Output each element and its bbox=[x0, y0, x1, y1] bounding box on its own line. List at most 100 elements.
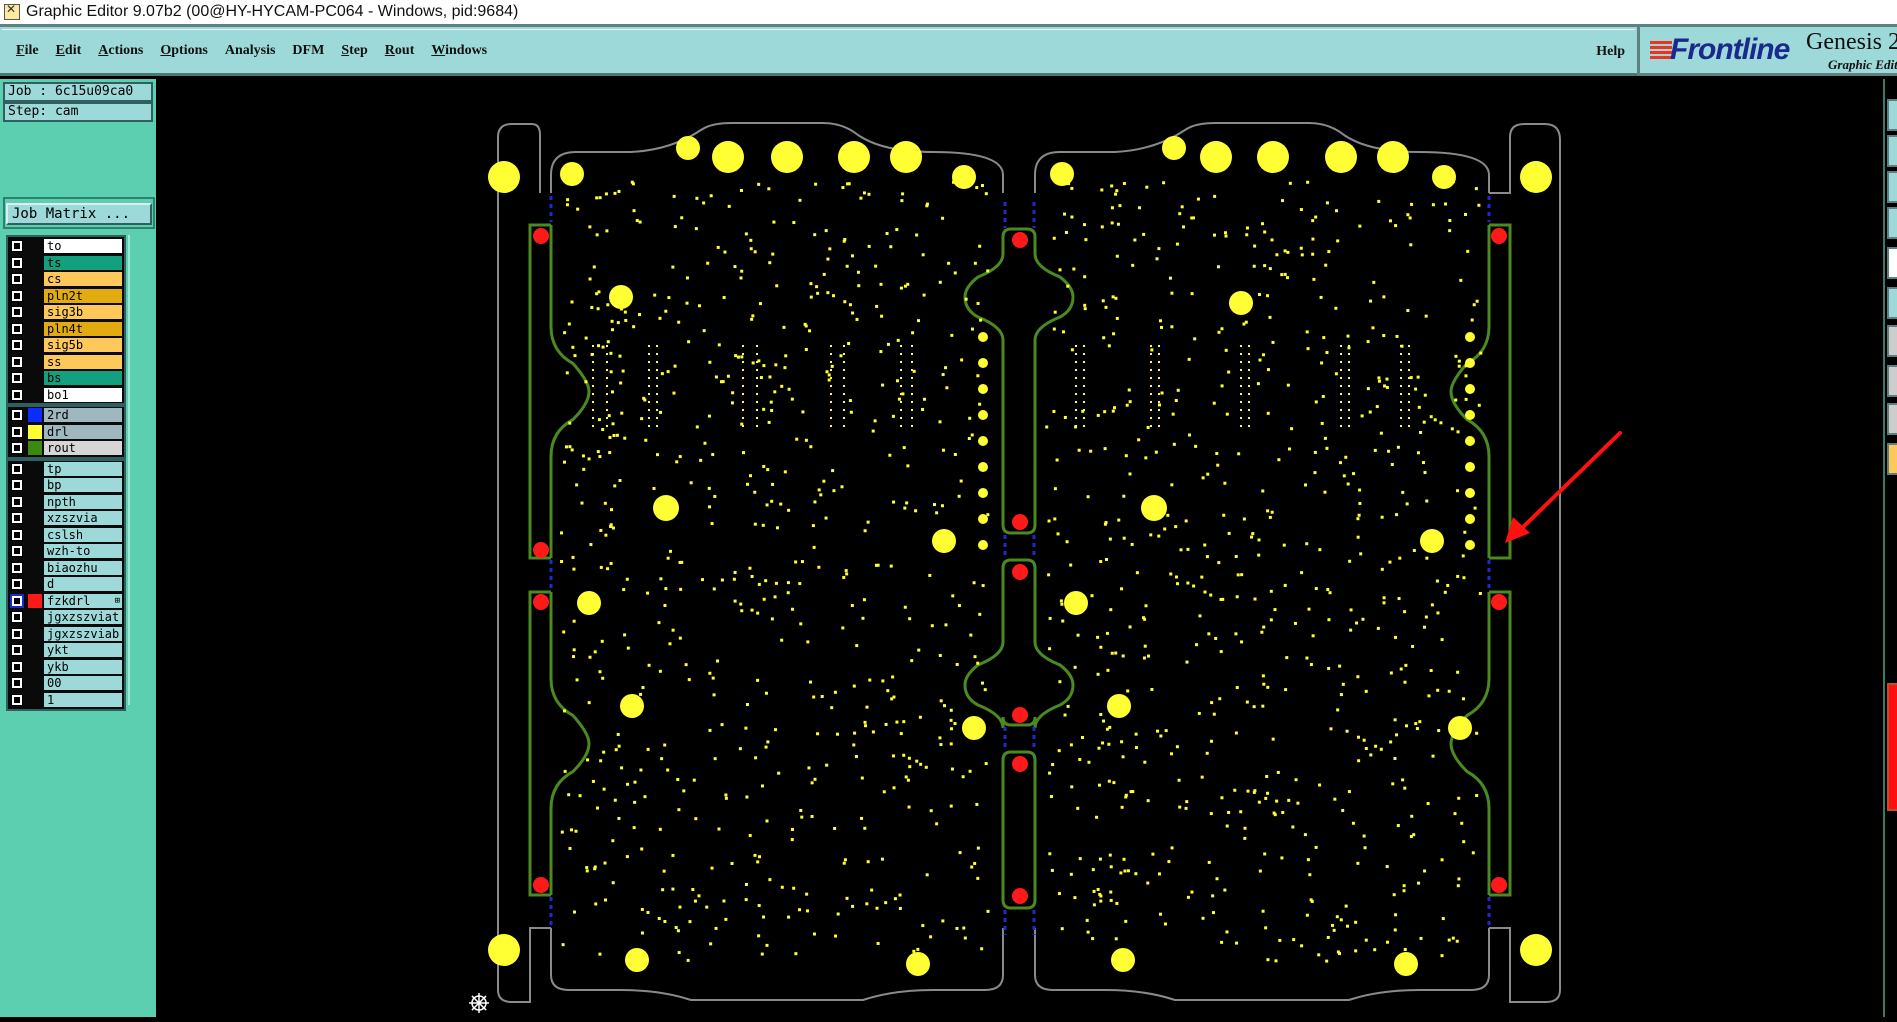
layer-name[interactable]: biaozhu bbox=[44, 560, 122, 575]
layer-checkbox[interactable] bbox=[11, 256, 23, 269]
tool-button-10[interactable] bbox=[1887, 443, 1897, 475]
layer-name[interactable]: bp bbox=[44, 478, 122, 492]
layer-row-cslsh[interactable]: cslsh bbox=[8, 527, 124, 543]
layer-checkbox[interactable] bbox=[11, 660, 23, 673]
layer-color-swatch[interactable] bbox=[28, 272, 42, 286]
layer-name[interactable]: to bbox=[44, 239, 122, 253]
layer-color-swatch[interactable] bbox=[28, 577, 42, 591]
menu-file[interactable]: File bbox=[16, 42, 39, 58]
layer-name[interactable]: wzh-to bbox=[44, 544, 122, 558]
layer-row-jgxzszviat[interactable]: jgxzszviat bbox=[8, 609, 124, 625]
layer-row-ykt[interactable]: ykt bbox=[8, 642, 124, 658]
layer-name[interactable]: 2rd bbox=[44, 408, 122, 422]
layer-row-rout[interactable]: rout bbox=[8, 440, 124, 456]
menu-actions[interactable]: Actions bbox=[98, 42, 144, 58]
layer-checkbox[interactable] bbox=[11, 355, 23, 368]
layer-color-swatch[interactable] bbox=[28, 388, 42, 402]
layer-row-npth[interactable]: npth bbox=[8, 494, 124, 510]
layer-checkbox[interactable] bbox=[11, 388, 23, 401]
layer-checkbox[interactable] bbox=[11, 578, 23, 590]
layer-color-swatch[interactable] bbox=[28, 441, 42, 455]
layer-checkbox[interactable] bbox=[11, 644, 23, 656]
layer-row-ykb[interactable]: ykb bbox=[8, 659, 124, 675]
layer-checkbox[interactable] bbox=[11, 442, 23, 454]
layer-row-bs[interactable]: bs bbox=[8, 370, 124, 386]
layer-row-pln2t[interactable]: pln2t bbox=[8, 288, 124, 304]
layer-name[interactable]: ss bbox=[44, 354, 122, 369]
layer-name[interactable]: 00 bbox=[44, 676, 122, 690]
job-matrix-button[interactable]: Job Matrix ... bbox=[6, 203, 152, 225]
layer-name[interactable]: jgxzszviat bbox=[44, 610, 122, 624]
layer-row-bp[interactable]: bp bbox=[8, 477, 124, 493]
layer-color-swatch[interactable] bbox=[28, 610, 42, 624]
layer-name[interactable]: sig3b bbox=[44, 305, 122, 319]
tool-button-4[interactable] bbox=[1887, 207, 1897, 239]
layer-checkbox[interactable] bbox=[11, 545, 23, 557]
layer-color-swatch[interactable] bbox=[28, 495, 42, 509]
layer-color-swatch[interactable] bbox=[28, 239, 42, 253]
layer-color-swatch[interactable] bbox=[28, 544, 42, 558]
layer-row-bo1[interactable]: bo1 bbox=[8, 387, 124, 403]
layer-color-swatch[interactable] bbox=[28, 643, 42, 657]
layer-name[interactable]: drl bbox=[44, 424, 122, 439]
layer-name[interactable]: sig5b bbox=[44, 338, 122, 352]
graphic-canvas[interactable] bbox=[156, 79, 1883, 1017]
layer-name[interactable]: pln2t bbox=[44, 288, 122, 303]
layer-color-swatch[interactable] bbox=[28, 593, 42, 608]
layer-checkbox[interactable] bbox=[11, 289, 23, 302]
layer-color-swatch[interactable] bbox=[28, 289, 42, 303]
layer-color-swatch[interactable] bbox=[28, 305, 42, 319]
layer-color-swatch[interactable] bbox=[28, 371, 42, 385]
layer-color-swatch[interactable] bbox=[28, 322, 42, 336]
layer-name[interactable]: pln4t bbox=[44, 321, 122, 336]
layer-row-xzszvia[interactable]: xzszvia bbox=[8, 510, 124, 526]
layer-color-swatch[interactable] bbox=[28, 256, 42, 270]
layer-name[interactable]: bs bbox=[44, 371, 122, 385]
layer-checkbox[interactable] bbox=[11, 528, 23, 541]
pcb-panel-view[interactable] bbox=[156, 79, 1883, 1017]
menu-analysis[interactable]: Analysis bbox=[224, 42, 276, 58]
layer-checkbox[interactable] bbox=[11, 677, 23, 689]
menu-options[interactable]: Options bbox=[160, 42, 208, 58]
layer-name[interactable]: cs bbox=[44, 272, 122, 286]
layer-row-wzh-to[interactable]: wzh-to bbox=[8, 543, 124, 559]
layer-color-swatch[interactable] bbox=[28, 511, 42, 525]
layer-row-tp[interactable]: tp bbox=[8, 461, 124, 477]
layer-name[interactable]: 1 bbox=[44, 692, 122, 707]
layer-name[interactable]: ykt bbox=[44, 643, 122, 657]
layer-checkbox[interactable] bbox=[11, 693, 23, 706]
layer-checkbox[interactable] bbox=[11, 512, 23, 524]
menu-dfm[interactable]: DFM bbox=[292, 42, 325, 58]
layer-name[interactable]: d bbox=[44, 577, 122, 591]
layer-checkbox[interactable] bbox=[11, 495, 23, 508]
layer-checkbox[interactable] bbox=[10, 593, 24, 608]
layer-list-scrollbar[interactable] bbox=[128, 235, 154, 705]
layer-checkbox[interactable] bbox=[11, 372, 23, 384]
layer-name[interactable]: cslsh bbox=[44, 527, 122, 542]
layer-checkbox[interactable] bbox=[11, 322, 23, 335]
tool-button-pan-right[interactable] bbox=[1887, 171, 1897, 203]
layer-row-ss[interactable]: ss bbox=[8, 354, 124, 370]
menu-edit[interactable]: Edit bbox=[55, 42, 82, 58]
layer-row-biaozhu[interactable]: biaozhu bbox=[8, 560, 124, 576]
layer-color-swatch[interactable] bbox=[28, 528, 42, 542]
layer-name[interactable]: bo1 bbox=[44, 387, 122, 402]
layer-name[interactable]: tp bbox=[44, 461, 122, 476]
layer-color-swatch[interactable] bbox=[28, 676, 42, 690]
tool-button-1[interactable] bbox=[1887, 99, 1897, 131]
layer-color-swatch[interactable] bbox=[28, 424, 42, 439]
layer-checkbox[interactable] bbox=[11, 425, 23, 438]
tool-button-9[interactable] bbox=[1887, 403, 1897, 435]
layer-row-cs[interactable]: cs bbox=[8, 271, 124, 287]
menu-step[interactable]: Step bbox=[341, 42, 368, 58]
layer-name[interactable]: ykb bbox=[44, 659, 122, 674]
layer-row-sig3b[interactable]: sig3b bbox=[8, 304, 124, 320]
menu-rout[interactable]: Rout bbox=[384, 42, 415, 58]
layer-row-pln4t[interactable]: pln4t bbox=[8, 321, 124, 337]
layer-checkbox[interactable] bbox=[11, 273, 23, 285]
layer-checkbox[interactable] bbox=[11, 479, 23, 491]
layer-name[interactable]: jgxzszviab bbox=[44, 626, 122, 641]
layer-row-1[interactable]: 1 bbox=[8, 692, 124, 708]
layer-checkbox[interactable] bbox=[11, 561, 23, 574]
layer-color-swatch[interactable] bbox=[28, 561, 42, 575]
